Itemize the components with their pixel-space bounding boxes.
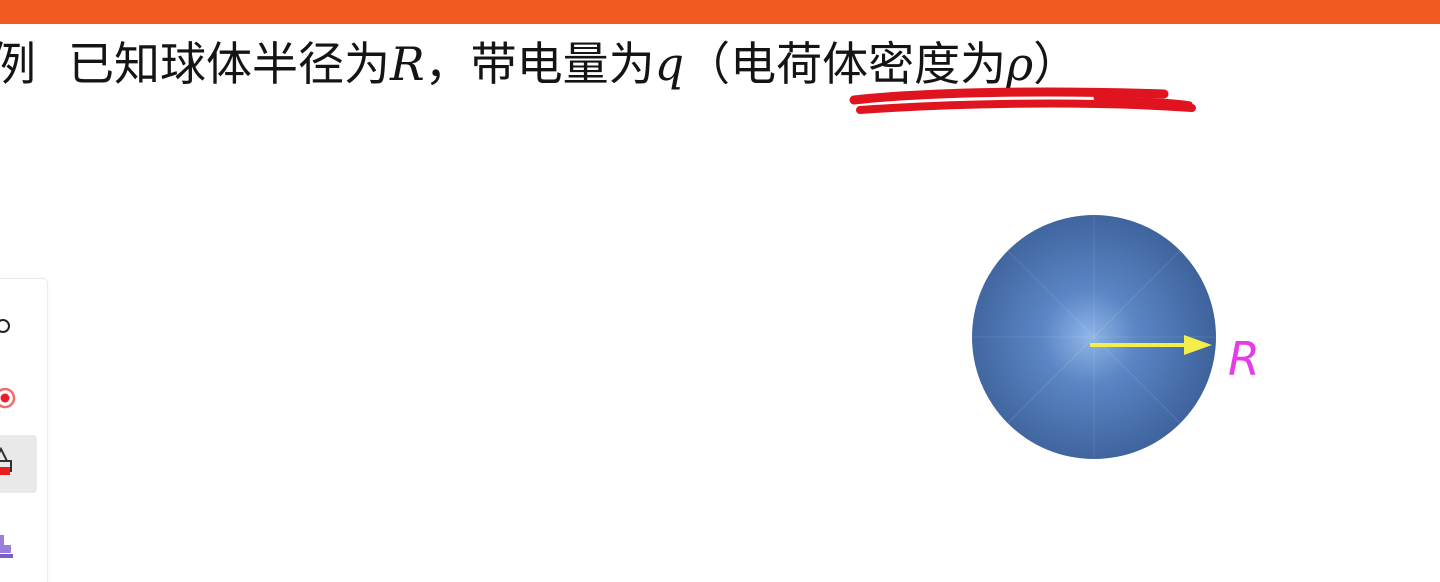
radius-arrow-head — [1184, 335, 1212, 355]
stamp-icon — [0, 535, 13, 558]
problem-text-1: 已知球体半径为 — [68, 37, 390, 91]
tool-stamp[interactable] — [0, 519, 37, 577]
problem-text-2: ，带电量为 — [424, 37, 655, 91]
sphere — [972, 215, 1216, 459]
red-underline-annotation — [849, 87, 1196, 114]
eraser-circle-icon — [0, 319, 10, 333]
highlighter-icon — [0, 447, 12, 475]
tool-record[interactable] — [0, 369, 37, 427]
density-symbol: ρ — [1006, 37, 1034, 91]
top-bar — [0, 0, 1440, 24]
example-label: 例 — [0, 37, 36, 91]
radius-symbol: R — [390, 37, 425, 91]
sphere-diagram: R — [972, 215, 1260, 459]
charge-symbol: q — [654, 37, 685, 91]
drawing-toolbar — [0, 278, 48, 582]
radius-label: R — [1228, 332, 1260, 386]
problem-statement: 例已知球体半径为R，带电量为q（电荷体密度为ρ） — [0, 28, 1079, 100]
tool-eraser[interactable] — [0, 297, 37, 355]
record-icon — [0, 387, 16, 409]
paren-open: （ — [684, 37, 731, 91]
tool-highlighter[interactable] — [0, 435, 37, 493]
emphasized-text: 电荷体密度为 — [730, 37, 1007, 91]
paren-close: ） — [1033, 37, 1080, 91]
